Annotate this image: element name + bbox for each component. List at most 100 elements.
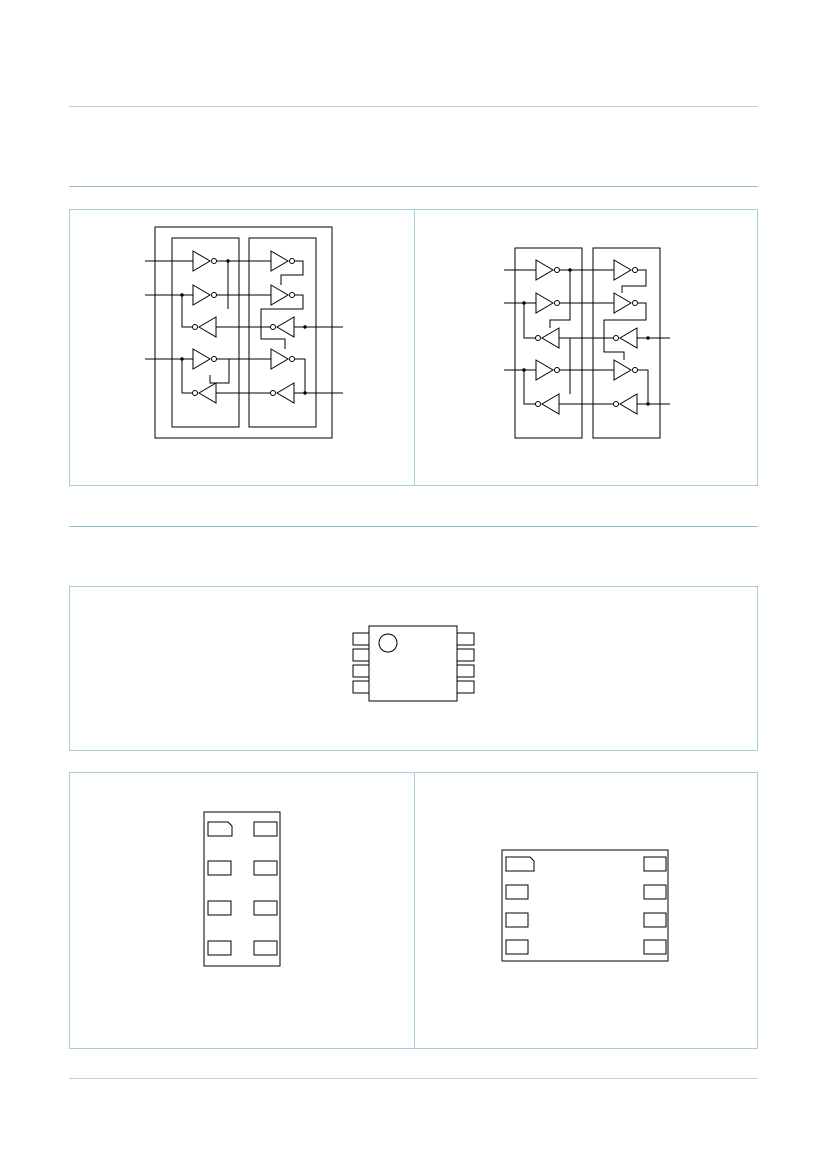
inverter-bubble: [290, 259, 295, 264]
buffer-4: [271, 251, 288, 271]
inverter-bubble: [193, 391, 198, 396]
junction-dot: [647, 337, 649, 339]
inverter-bubble: [555, 368, 560, 373]
buffer-1: [536, 260, 553, 280]
buffer-2: [536, 293, 553, 313]
pin-6: [457, 665, 474, 677]
inverter-bubble: [193, 325, 198, 330]
inverter-bubble: [633, 368, 638, 373]
inverter-bubble: [290, 293, 295, 298]
pin-7: [457, 649, 474, 661]
junction-dot: [304, 392, 306, 394]
inverter-bubble: [614, 402, 619, 407]
pad-8: [644, 857, 666, 871]
pin-8: [457, 633, 474, 645]
right-block: [593, 248, 660, 438]
feedback-wire: [261, 295, 303, 327]
buffer-1: [193, 251, 210, 271]
buffer-4: [614, 260, 631, 280]
reverse-buffer-2: [199, 383, 216, 403]
feedback-wire: [638, 370, 648, 404]
pin-4: [353, 681, 369, 693]
feedback-wire: [182, 295, 192, 327]
pad-7: [254, 861, 277, 875]
pad-4: [506, 940, 528, 954]
reverse-buffer-4: [620, 394, 637, 414]
pin-2: [353, 649, 369, 661]
pad-6: [254, 901, 277, 915]
feedback-wire: [295, 359, 305, 393]
inverter-bubble: [555, 301, 560, 306]
pinning-panel-package: [69, 586, 758, 751]
section-rule-pinning: [69, 526, 758, 527]
feedback-wire: [261, 327, 285, 349]
pad-2: [506, 885, 528, 899]
pad-8: [254, 822, 277, 836]
package-body: [204, 812, 280, 966]
cross-wire: [550, 270, 570, 328]
inverter-bubble: [290, 357, 295, 362]
pin1-marker: [379, 634, 397, 652]
left-block: [515, 248, 582, 438]
package-body: [369, 626, 457, 701]
section-rule-logic: [69, 186, 758, 187]
pad-3: [208, 901, 231, 915]
pad-7: [644, 885, 666, 899]
buffer-6: [614, 360, 631, 380]
pin-5: [457, 681, 474, 693]
pad-5: [644, 940, 666, 954]
pad-3: [506, 913, 528, 927]
right-block: [249, 238, 316, 427]
pad-6: [644, 913, 666, 927]
buffer-5: [614, 293, 631, 313]
pin-1: [353, 633, 369, 645]
junction-dot: [181, 294, 183, 296]
feedback-wire: [281, 261, 303, 285]
pad-5: [254, 941, 277, 955]
inverter-bubble: [614, 336, 619, 341]
junction-dot: [523, 369, 525, 371]
logic-diagram-panel: [69, 209, 758, 486]
reverse-buffer-3: [277, 317, 294, 337]
pinning-panel-leadless: [69, 772, 758, 1049]
pin-3: [353, 665, 369, 677]
inverter-bubble: [212, 357, 217, 362]
reverse-buffer-1: [542, 328, 559, 348]
leadless-package-vertical: [203, 811, 283, 969]
junction-dot: [304, 326, 306, 328]
left-block: [172, 238, 239, 427]
feedback-wire: [622, 270, 646, 293]
footer-rule: [69, 1078, 758, 1079]
reverse-buffer-1: [199, 317, 216, 337]
buffer-3: [536, 360, 553, 380]
inverter-bubble: [212, 293, 217, 298]
feedback-wire: [524, 303, 535, 338]
reverse-buffer-2: [542, 394, 559, 414]
logic-symbol-diagram: [145, 225, 355, 450]
buffer-3: [193, 349, 210, 369]
inverter-bubble: [271, 325, 276, 330]
buffer-2: [193, 285, 210, 305]
cross-wire: [210, 359, 229, 383]
junction-dot: [181, 358, 183, 360]
leadless-panel-divider: [414, 773, 415, 1048]
package-outline-diagram: [352, 625, 478, 705]
inverter-bubble: [271, 391, 276, 396]
inverter-bubble: [536, 402, 541, 407]
inverter-bubble: [536, 336, 541, 341]
feedback-wire: [604, 303, 646, 338]
reverse-buffer-3: [620, 328, 637, 348]
pad-4: [208, 941, 231, 955]
inverter-bubble: [555, 268, 560, 273]
feedback-wire: [182, 359, 192, 393]
leadless-package-horizontal: [501, 849, 671, 963]
feedback-wire: [524, 370, 535, 404]
pad-1: [506, 857, 534, 871]
inverter-bubble: [633, 268, 638, 273]
buffer-5: [271, 285, 288, 305]
buffer-6: [271, 349, 288, 369]
junction-dot: [569, 269, 571, 271]
junction-dot: [227, 260, 229, 262]
junction-dot: [647, 403, 649, 405]
